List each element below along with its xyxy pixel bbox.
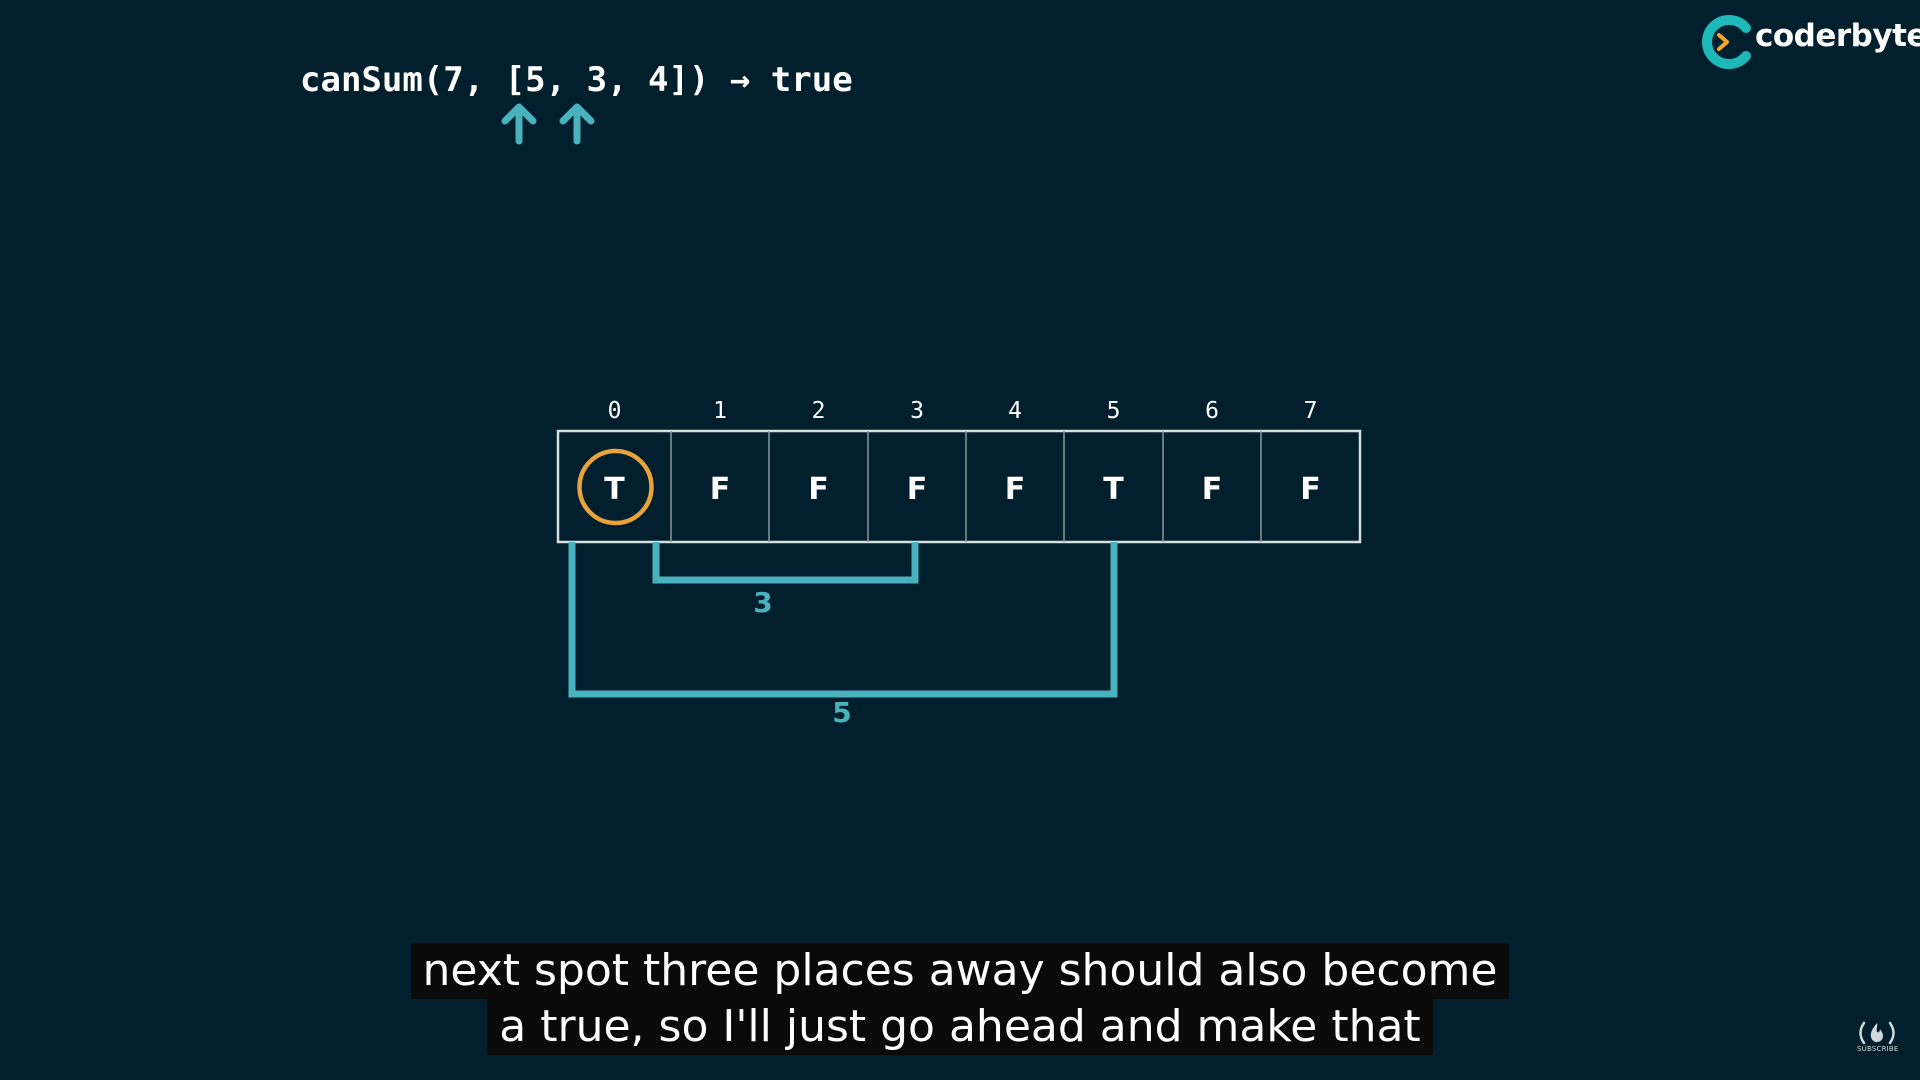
pointer-arrow-3 xyxy=(559,103,595,145)
index-label-3: 3 xyxy=(910,398,924,424)
chevron-right-icon xyxy=(1717,33,1729,51)
index-label-1: 1 xyxy=(713,398,727,424)
cell-value-0: T xyxy=(604,472,625,507)
cell-value-5: T xyxy=(1103,472,1124,507)
index-label-6: 6 xyxy=(1205,398,1219,424)
cell-value-1: F xyxy=(710,472,731,507)
subscribe-label: SUBSCRIBE xyxy=(1857,1045,1899,1053)
caption-line-2: a true, so I'll just go ahead and make t… xyxy=(487,999,1433,1055)
bracket-label-5: 5 xyxy=(832,696,851,729)
jump-bracket-5 xyxy=(568,542,1118,698)
cell-value-3: F xyxy=(907,472,928,507)
cell-value-7: F xyxy=(1300,472,1321,507)
cell-value-2: F xyxy=(808,472,829,507)
caption-line-1: next spot three places away should also … xyxy=(410,943,1510,999)
cell-value-6: F xyxy=(1202,472,1223,507)
subtitle-caption: next spot three places away should also … xyxy=(0,943,1920,1055)
jump-bracket-3 xyxy=(652,542,919,584)
bracket-label-3: 3 xyxy=(753,586,772,619)
cell-value-4: F xyxy=(1005,472,1026,507)
index-label-7: 7 xyxy=(1304,398,1318,424)
brand-name: coderbyte xyxy=(1755,18,1920,54)
index-label-5: 5 xyxy=(1107,398,1121,424)
table-border xyxy=(556,429,1362,544)
index-label-0: 0 xyxy=(608,398,622,424)
index-label-4: 4 xyxy=(1008,398,1022,424)
current-cell-highlight xyxy=(577,448,654,526)
coderbyte-logo xyxy=(1702,15,1751,69)
pointer-arrow-5 xyxy=(501,103,537,145)
cansum-expression: canSum(7, [5, 3, 4]) → true xyxy=(300,60,853,100)
fire-logo-icon[interactable] xyxy=(1854,1015,1900,1055)
index-label-2: 2 xyxy=(812,398,826,424)
